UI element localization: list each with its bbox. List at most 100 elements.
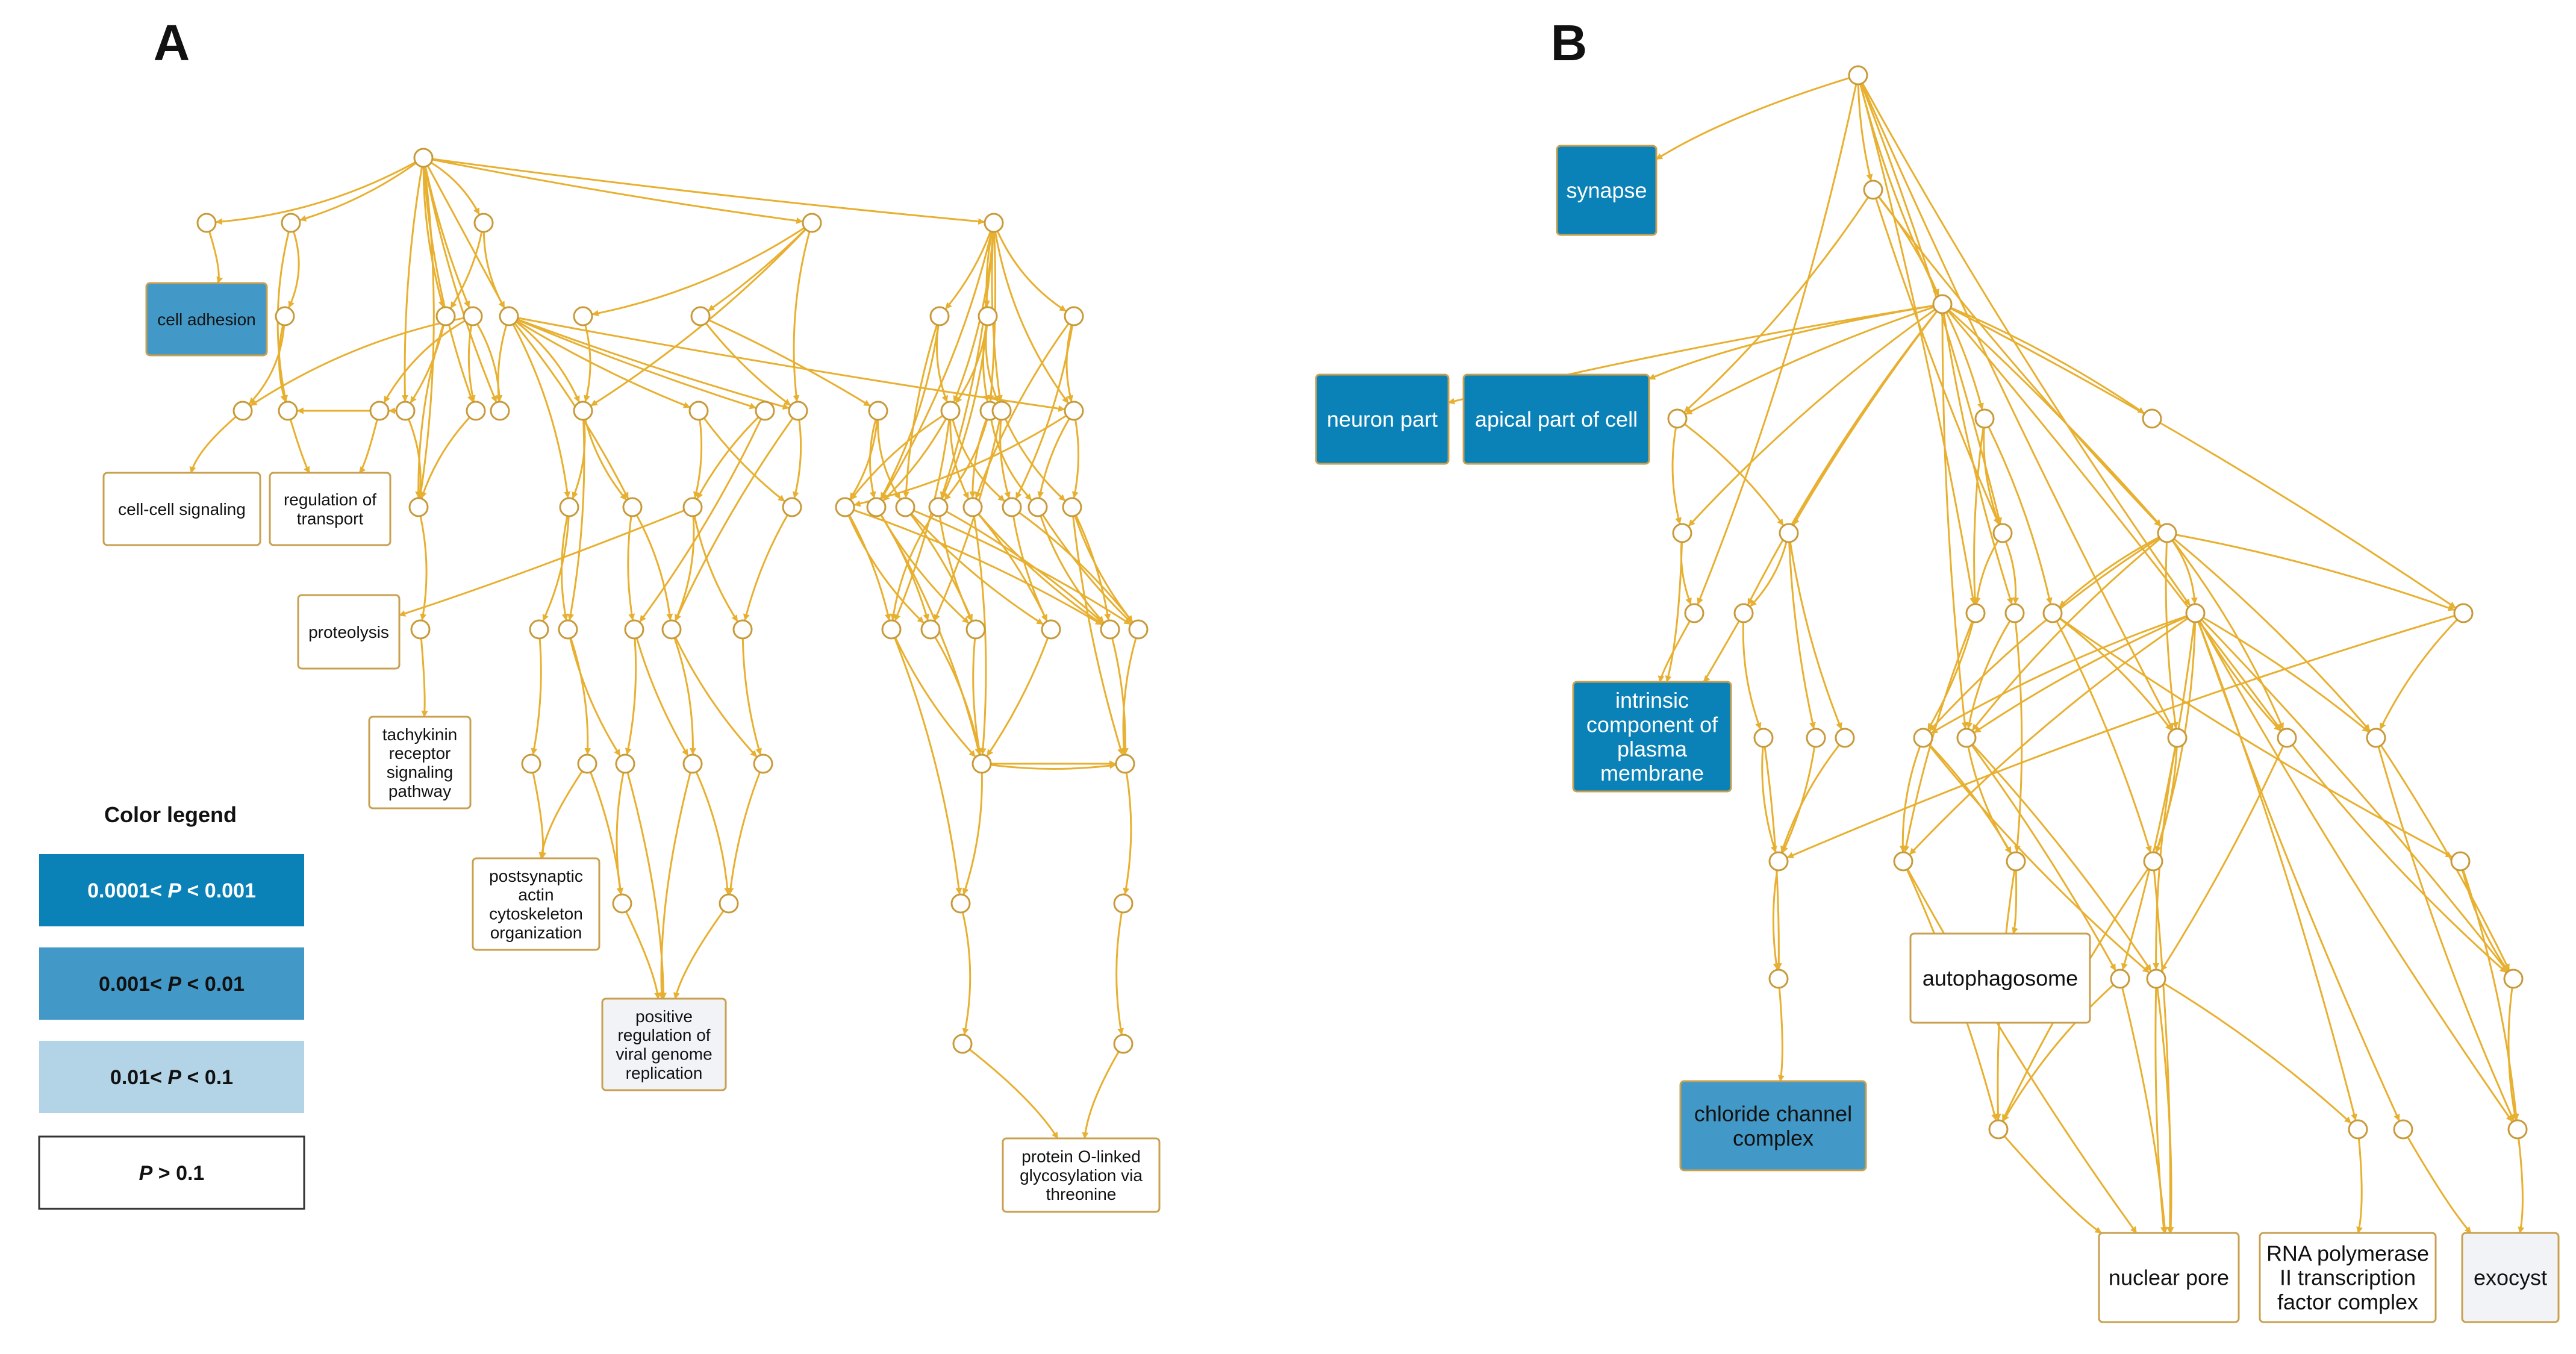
term-box — [2098, 1232, 2240, 1323]
term-b_apical: apical part of cell — [1462, 373, 1650, 465]
edge-A10-A21-46 — [584, 325, 591, 402]
legend-label: 0.001< P < 0.01 — [99, 973, 245, 996]
edge-B24-B33-239 — [2380, 745, 2510, 971]
term-label: transport — [297, 510, 364, 528]
term-a_signaling: cell-cell signaling — [102, 472, 261, 546]
legend-title: Color legend — [104, 802, 237, 827]
go-node-A3 — [473, 213, 494, 233]
edge-B8-B12-192 — [1974, 540, 1999, 605]
edge-A34-A48-100 — [743, 515, 788, 621]
go-node-B2 — [1932, 294, 1953, 314]
go-node-A48 — [732, 619, 753, 640]
edge-A14-A40-58 — [1015, 325, 1073, 499]
edge-A46-A57-127 — [625, 638, 637, 755]
edge-B34-b_nuclear-257 — [2004, 1136, 2102, 1234]
go-node-B0 — [1848, 65, 1868, 86]
go-node-A63 — [719, 893, 739, 914]
edge-B7-B18-190 — [1788, 542, 1816, 729]
edge-A44-A55-124 — [531, 638, 542, 755]
term-box — [102, 472, 261, 546]
edge-A47-A58-129 — [673, 638, 696, 755]
go-node-A23 — [755, 401, 775, 421]
edge-A26-A39-80 — [949, 420, 970, 499]
edge-B9-B14-194 — [2059, 537, 2159, 608]
term-label: tachykinin — [382, 725, 458, 744]
edge-A35-A50-102 — [848, 516, 925, 624]
term-b_synapse: synapse — [1556, 145, 1658, 236]
go-node-B31 — [2110, 969, 2130, 989]
go-node-A62 — [612, 893, 632, 914]
legend-item-3: P > 0.1 — [38, 1135, 305, 1210]
edge-B16-B25-224 — [1786, 615, 2455, 859]
edge-A25-A37-77 — [877, 420, 901, 500]
legend-label: 0.0001< P < 0.001 — [87, 879, 256, 902]
go-node-A64 — [950, 893, 971, 914]
term-label: exocyst — [2474, 1265, 2547, 1290]
edge-A49-A64-132 — [894, 638, 962, 895]
edge-A18-A30-63 — [408, 419, 424, 499]
edge-B15-B21-219 — [1974, 616, 2187, 734]
edge-B33-B37-256 — [2507, 988, 2518, 1121]
edge-A9-A21-39 — [516, 321, 580, 403]
go-node-A56 — [577, 753, 597, 774]
edge-B9-B15-195 — [2171, 540, 2198, 605]
edge-A13-A38-55 — [941, 325, 988, 499]
go-node-A26 — [940, 401, 961, 421]
term-box — [2259, 1232, 2437, 1323]
edge-B21-B31-233 — [1971, 745, 2116, 971]
go-node-A41 — [1028, 497, 1048, 517]
go-node-B14 — [2042, 603, 2063, 623]
go-node-B24 — [2366, 728, 2386, 748]
edge-A45-A57-126 — [569, 638, 621, 757]
edge-A0-A19-9 — [423, 167, 474, 402]
edge-A55-a_post-139 — [532, 773, 547, 860]
edge-B9-B16-196 — [2176, 534, 2455, 611]
edge-A26-A35-78 — [850, 415, 943, 501]
edge-A65-A67-153 — [1115, 913, 1124, 1035]
edge-A32-A47-96 — [636, 515, 673, 621]
go-node-A60 — [971, 753, 992, 774]
edge-A11-A25-48 — [708, 319, 871, 407]
edge-B28-b_nuclear-247 — [2153, 870, 2174, 1234]
edge-A0-A30-8 — [417, 167, 435, 499]
edge-A14-A39-57 — [975, 323, 1069, 499]
edge-A26-A36-79 — [882, 419, 947, 501]
edge-A27-A38-83 — [944, 419, 988, 501]
edge-A46-A58-128 — [636, 638, 689, 757]
go-node-B11 — [1733, 603, 1754, 623]
edge-A35-A49-101 — [849, 515, 891, 621]
edge-A28-A42-87 — [1005, 419, 1066, 502]
go-node-A50 — [920, 619, 941, 640]
go-node-A46 — [624, 619, 644, 640]
term-a_proteo: proteolysis — [297, 594, 401, 670]
edge-B1-B3-166 — [1683, 197, 1869, 413]
edge-A29-A42-89 — [1071, 420, 1080, 499]
term-label: cytoskeleton — [489, 905, 583, 923]
edge-B15-B33-221 — [2201, 619, 2509, 972]
edge-B3-B6-182 — [1671, 428, 1682, 525]
go-node-B29 — [2450, 851, 2471, 872]
go-node-A43 — [410, 619, 431, 640]
go-node-A58 — [682, 753, 703, 774]
edge-B14-B29-210 — [2060, 617, 2453, 858]
go-node-A37 — [895, 497, 915, 517]
edge-A9-A24-42 — [517, 319, 790, 410]
term-box — [472, 857, 600, 951]
go-node-A36 — [866, 497, 887, 517]
edge-B37-b_exocyst-260 — [2518, 1138, 2525, 1234]
edge-A21-A32-67 — [584, 420, 627, 501]
edge-A28-A40-86 — [999, 420, 1011, 499]
edge-B14-B22-209 — [2059, 618, 2172, 731]
edge-A47-A59-130 — [675, 637, 758, 758]
go-node-B22 — [2167, 728, 2188, 748]
go-node-A21 — [573, 401, 593, 421]
term-label: II transcription — [2280, 1265, 2416, 1290]
edge-B8-B13-193 — [2005, 541, 2019, 605]
term-a_adhesion: cell adhesion — [145, 282, 268, 357]
edge-A27-A41-85 — [990, 420, 1032, 501]
go-node-A7 — [435, 306, 456, 326]
go-node-A12 — [929, 306, 950, 326]
go-node-A67 — [1113, 1034, 1134, 1054]
edge-A0-A20-10 — [424, 167, 497, 403]
